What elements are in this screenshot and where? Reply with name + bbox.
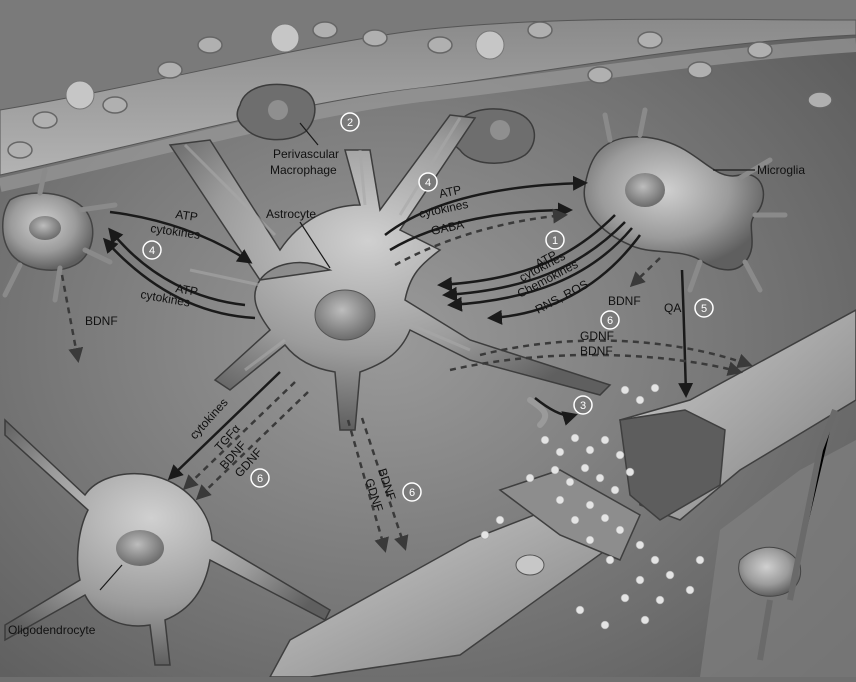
svg-text:3: 3 (580, 400, 586, 412)
marker-4-right: 4 (419, 173, 437, 191)
left-bdnf-label: BDNF (85, 314, 118, 328)
svg-text:4: 4 (425, 177, 431, 189)
svg-text:1: 1 (552, 235, 558, 247)
marker-3: 3 (574, 396, 592, 414)
marker-1: 1 (546, 231, 564, 249)
svg-text:6: 6 (257, 473, 263, 485)
svg-text:6: 6 (607, 315, 613, 327)
oligodendrocyte-label: Oligodendrocyte (8, 623, 96, 637)
marker-5: 5 (695, 299, 713, 317)
marker-4-left: 4 (143, 241, 161, 259)
gdnf-label-2: BDNF (580, 344, 613, 358)
svg-text:4: 4 (149, 245, 155, 257)
marker-6-top: 6 (601, 311, 619, 329)
perivascular-label-line2: Macrophage (270, 163, 337, 177)
svg-text:2: 2 (347, 117, 353, 129)
microglia-label: Microglia (757, 163, 805, 177)
microglia-bdnf-label: BDNF (608, 294, 641, 308)
gdnf-label-1: GDNF (580, 329, 614, 343)
marker-6-center: 6 (403, 483, 421, 501)
svg-text:6: 6 (409, 487, 415, 499)
svg-text:5: 5 (701, 303, 707, 315)
marker-6-left: 6 (251, 469, 269, 487)
marker-2: 2 (341, 113, 359, 131)
perivascular-label-line1: Perivascular (273, 147, 339, 161)
qa-label: QA (664, 301, 681, 315)
astrocyte-label: Astrocyte (266, 207, 316, 221)
